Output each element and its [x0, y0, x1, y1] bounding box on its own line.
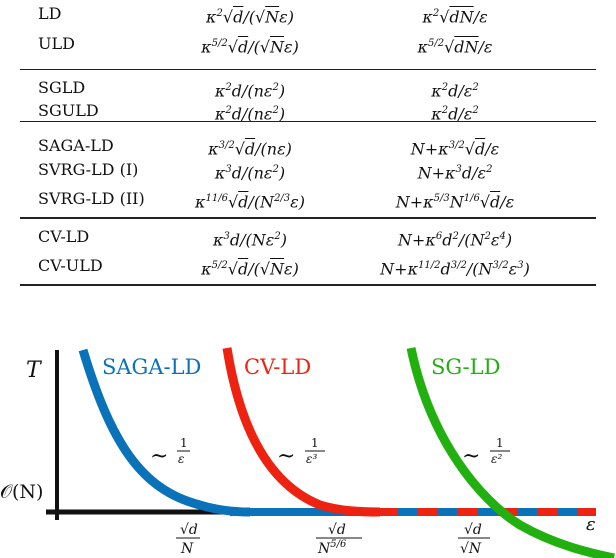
svg-text:√N: √N: [460, 541, 482, 557]
y-tick-label: 𝒪(N): [0, 481, 43, 503]
rate-sg: ~ 1 ε²: [462, 436, 510, 469]
label-sg-ld: SG-LD: [431, 355, 500, 379]
method-name: SVRG-LD (II): [38, 189, 145, 208]
method-name: CV-LD: [38, 227, 90, 246]
table-divider: [20, 121, 596, 122]
svg-text:N5/6: N5/6: [317, 539, 347, 557]
rate-saga: ~ 1 ε: [150, 436, 190, 469]
table-bottom-rule: [20, 284, 596, 286]
svg-text:1: 1: [180, 436, 188, 450]
complexity-2: N+κ3/2√d/ε: [410, 139, 500, 159]
complexity-1: κ11/6√d/(N2/3ε): [195, 192, 305, 212]
svg-text:1: 1: [496, 436, 504, 450]
rate-cv: ~ 1 ε³: [277, 436, 325, 469]
curve-saga-ld: [78, 348, 251, 517]
curve-cv-ld: [222, 347, 381, 517]
complexity-1: κ3d/(Nε2): [213, 230, 287, 250]
table-row: CV-LD κ3d/(Nε2) N+κ6d2/(N2ε4): [20, 224, 596, 250]
svg-text:ε: ε: [178, 452, 184, 466]
svg-text:ε²: ε²: [491, 452, 502, 466]
x-tick-2: √d N5/6: [316, 522, 362, 557]
svg-text:√d: √d: [180, 522, 198, 538]
complexity-2: κ2d/ε2: [431, 81, 479, 101]
complexity-2: N+κ5/3N1/6√d/ε: [395, 192, 515, 212]
table-row: SAGA-LD κ3/2√d/(nε) N+κ3/2√d/ε: [20, 133, 596, 159]
complexity-1: κ2√d/(√Nε): [206, 7, 294, 27]
complexity-2: N+κ6d2/(N2ε4): [397, 230, 513, 250]
method-name: SGLD: [38, 78, 86, 97]
complexity-2: κ5/2√dN/ε: [417, 37, 493, 57]
method-name: SGULD: [38, 101, 99, 120]
table-row: SVRG-LD (II) κ11/6√d/(N2/3ε) N+κ5/3N1/6√…: [20, 186, 596, 212]
complexity-2: N+κ3d/ε2: [417, 163, 493, 183]
complexity-2: κ2d/ε2: [431, 104, 479, 124]
method-name: CV-ULD: [38, 256, 103, 275]
method-name: LD: [38, 4, 62, 23]
complexity-1: κ2d/(nε2): [214, 104, 286, 124]
svg-text:~: ~: [150, 444, 168, 469]
svg-text:~: ~: [277, 444, 295, 469]
complexity-1: κ2d/(nε2): [214, 81, 286, 101]
complexity-1: κ3d/(nε2): [214, 163, 286, 183]
x-axis-label: ε: [586, 514, 596, 535]
table-divider: [20, 69, 596, 70]
svg-text:√d: √d: [464, 522, 482, 538]
svg-text:√d: √d: [328, 522, 346, 538]
svg-text:~: ~: [462, 444, 480, 469]
y-axis-label: T: [26, 358, 43, 383]
table-row: ULD κ5/2√d/(√Nε) κ5/2√dN/ε: [20, 31, 596, 57]
table-row: SGLD κ2d/(nε2) κ2d/ε2: [20, 75, 596, 101]
method-name: SVRG-LD (I): [38, 160, 139, 179]
table-row: LD κ2√d/(√Nε) κ2√dN/ε: [20, 1, 596, 27]
x-tick-1: √d N: [176, 522, 200, 557]
svg-text:1: 1: [311, 436, 319, 450]
complexity-2: κ2√dN/ε: [422, 7, 488, 27]
svg-text:N: N: [180, 541, 194, 557]
complexity-1: κ5/2√d/(√Nε): [201, 259, 299, 279]
table-row: SVRG-LD (I) κ3d/(nε2) N+κ3d/ε2: [20, 157, 596, 183]
method-name: ULD: [38, 34, 75, 53]
curve-sg-ld: [406, 347, 615, 558]
complexity-2: N+κ11/2d3/2/(N3/2ε3): [380, 259, 530, 279]
complexity-1: κ5/2√d/(√Nε): [201, 37, 299, 57]
label-cv-ld: CV-LD: [244, 355, 311, 379]
table-divider: [20, 217, 596, 219]
table-row: SGULD κ2d/(nε2) κ2d/ε2: [20, 98, 596, 124]
complexity-1: κ3/2√d/(nε): [208, 139, 292, 159]
method-name: SAGA-LD: [38, 136, 114, 155]
table-row: CV-ULD κ5/2√d/(√Nε) N+κ11/2d3/2/(N3/2ε3): [20, 253, 596, 279]
svg-text:ε³: ε³: [306, 452, 317, 466]
label-saga-ld: SAGA-LD: [102, 355, 201, 379]
x-tick-3: √d √N: [458, 522, 490, 557]
